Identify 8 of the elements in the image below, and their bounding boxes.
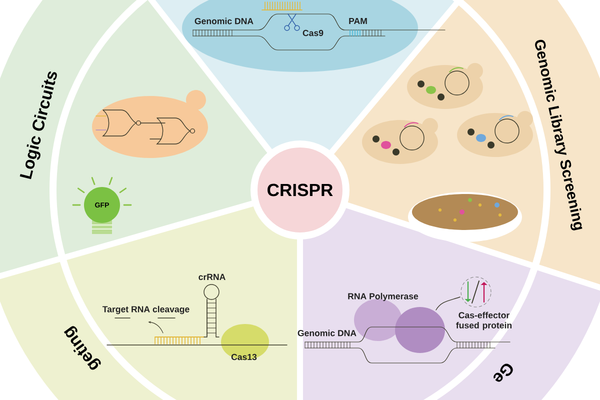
label: Genomic DNA [298,330,356,336]
label: RNA Polymerase [348,292,418,302]
label: Target RNA cleavage [102,306,190,314]
label: Cas-effector fused protein [456,312,512,330]
sector-heading: Ge [494,364,513,382]
label: crRNA [198,274,226,280]
sector-heading: Logic Circuits [20,72,57,180]
sector-heading: Genomic Library Screening [535,40,582,230]
